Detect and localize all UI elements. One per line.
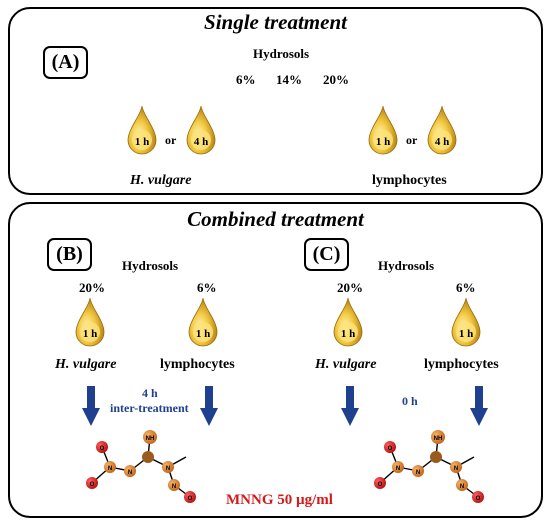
drop-time: 1 h bbox=[340, 328, 356, 340]
n-label: N bbox=[172, 484, 176, 490]
droplet-icon: 4 h bbox=[427, 105, 457, 155]
n-label: N bbox=[128, 470, 132, 476]
inter-time-c: 0 h bbox=[402, 394, 418, 408]
drop-time: 1 h bbox=[134, 136, 150, 148]
oxygen-atom bbox=[96, 441, 108, 453]
droplet-icon: 1 h bbox=[333, 297, 363, 347]
mnng-molecule-c: NH N N N N O O O bbox=[368, 425, 498, 505]
drop-time: 1 h bbox=[458, 328, 474, 340]
o-label: O bbox=[476, 496, 481, 502]
concentration-c-left: 20% bbox=[337, 280, 363, 295]
panel-b-label: (B) bbox=[47, 238, 92, 271]
nh-label: NH bbox=[146, 436, 155, 442]
nitrogen-atom bbox=[450, 461, 462, 473]
droplet-icon: 1 h bbox=[451, 297, 481, 347]
carbon-atom bbox=[430, 451, 442, 463]
down-arrow-icon bbox=[341, 386, 359, 426]
n-label: N bbox=[454, 466, 458, 472]
organism-lymphocytes: lymphocytes bbox=[160, 357, 235, 372]
nitrogen-atom bbox=[392, 461, 404, 473]
n-label: N bbox=[460, 484, 464, 490]
organism-lymphocytes: lymphocytes bbox=[424, 357, 499, 372]
droplet-icon: 1 h bbox=[188, 297, 218, 347]
nh-atom bbox=[431, 430, 445, 444]
concentration-b-right: 6% bbox=[197, 280, 217, 295]
nh-label: NH bbox=[434, 436, 443, 442]
inter-treatment-label: inter-treatment bbox=[110, 401, 189, 415]
oxygen-atom bbox=[184, 491, 196, 503]
n-label: N bbox=[396, 466, 400, 472]
drop-time: 4 h bbox=[434, 136, 450, 148]
drop-time: 1 h bbox=[375, 136, 391, 148]
down-arrow-icon bbox=[82, 386, 100, 426]
concentration-b-left: 20% bbox=[79, 280, 105, 295]
concentration-6: 6% bbox=[236, 72, 256, 87]
o-label: O bbox=[378, 482, 383, 488]
or-text: or bbox=[406, 133, 418, 147]
o-label: O bbox=[388, 446, 393, 452]
nitrogen-atom bbox=[162, 461, 174, 473]
oxygen-atom bbox=[384, 441, 396, 453]
droplet-icon: 4 h bbox=[186, 105, 216, 155]
n-label: N bbox=[108, 466, 112, 472]
down-arrow-icon bbox=[470, 386, 488, 426]
organism-h-vulgare: H. vulgare bbox=[315, 357, 377, 372]
panel-a-label: (A) bbox=[43, 46, 88, 79]
nitrogen-atom bbox=[412, 465, 424, 477]
concentration-c-right: 6% bbox=[456, 280, 476, 295]
single-treatment-panel bbox=[8, 7, 543, 195]
nitrogen-atom bbox=[124, 465, 136, 477]
o-label: O bbox=[188, 496, 193, 502]
mnng-molecule-b: NH N N N N O O O bbox=[80, 425, 210, 505]
oxygen-atom bbox=[86, 477, 98, 489]
drop-time: 1 h bbox=[195, 328, 211, 340]
hydrosols-label-a: Hydrosols bbox=[253, 46, 310, 61]
concentration-20: 20% bbox=[323, 72, 349, 87]
inter-time-b: 4 h bbox=[142, 386, 158, 400]
concentration-14: 14% bbox=[276, 72, 302, 87]
oxygen-atom bbox=[472, 491, 484, 503]
n-label: N bbox=[166, 466, 170, 472]
organism-h-vulgare: H. vulgare bbox=[130, 173, 192, 188]
organism-lymphocytes: lymphocytes bbox=[372, 173, 447, 188]
droplet-icon: 1 h bbox=[368, 105, 398, 155]
combined-treatment-panel bbox=[8, 202, 543, 518]
nitrogen-atom bbox=[104, 461, 116, 473]
o-label: O bbox=[100, 446, 105, 452]
panel-c-label: (C) bbox=[304, 238, 349, 271]
combined-treatment-title: Combined treatment bbox=[187, 207, 364, 231]
carbon-atom bbox=[142, 451, 154, 463]
organism-h-vulgare: H. vulgare bbox=[55, 357, 117, 372]
down-arrow-icon bbox=[200, 386, 218, 426]
mnng-concentration-label: MNNG 50 µg/ml bbox=[226, 492, 333, 508]
n-label: N bbox=[416, 470, 420, 476]
or-text: or bbox=[165, 133, 177, 147]
drop-time: 1 h bbox=[82, 328, 98, 340]
hydrosols-label-c: Hydrosols bbox=[378, 258, 435, 273]
nitrogen-atom bbox=[456, 479, 468, 491]
nh-atom bbox=[143, 430, 157, 444]
single-treatment-title: Single treatment bbox=[204, 10, 347, 34]
hydrosols-label-b: Hydrosols bbox=[122, 258, 179, 273]
oxygen-atom bbox=[374, 477, 386, 489]
o-label: O bbox=[90, 482, 95, 488]
droplet-icon: 1 h bbox=[75, 297, 105, 347]
nitrogen-atom bbox=[168, 479, 180, 491]
droplet-icon: 1 h bbox=[127, 105, 157, 155]
drop-time: 4 h bbox=[193, 136, 209, 148]
